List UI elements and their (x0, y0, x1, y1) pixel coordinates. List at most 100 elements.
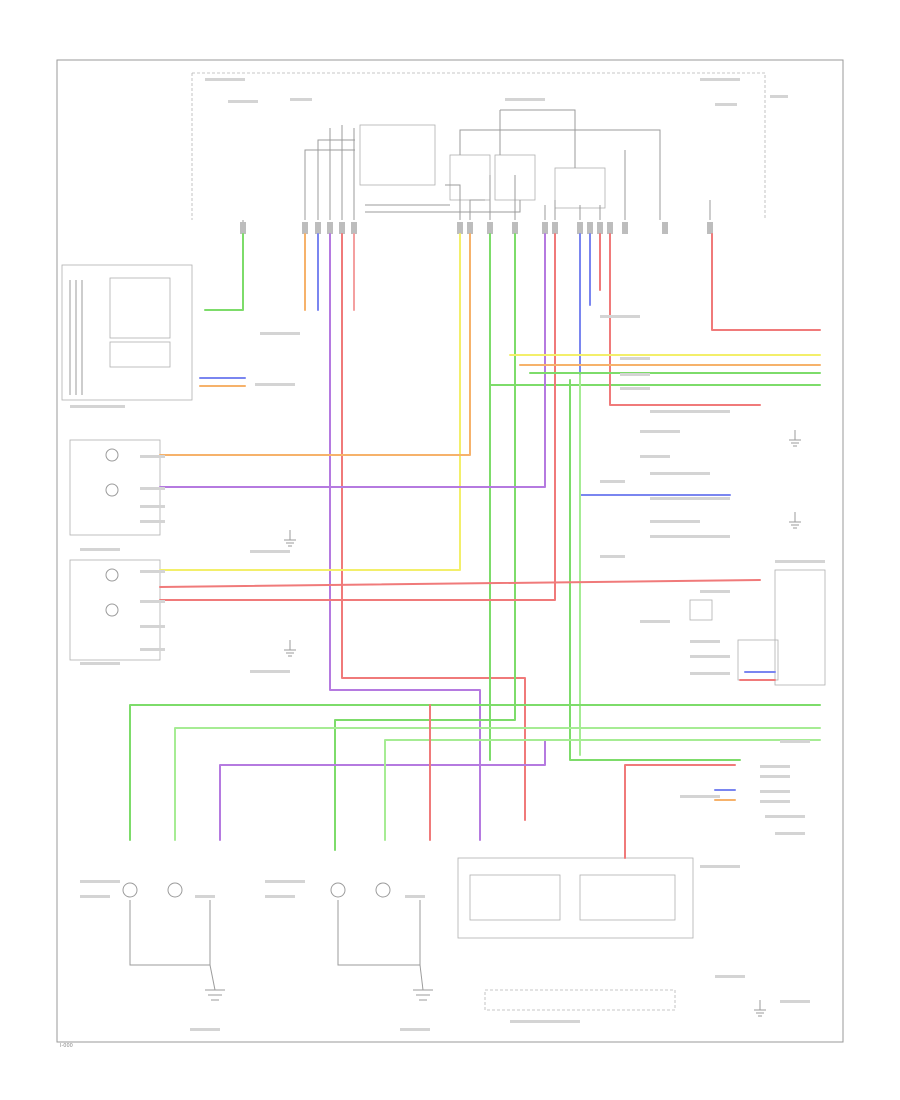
cluster-internals (69, 277, 171, 395)
bottom-module-right (579, 874, 676, 921)
label-mark (640, 455, 670, 458)
label-mark (780, 1000, 810, 1003)
label-mark (620, 387, 650, 390)
instrument-cluster-box (61, 264, 193, 401)
label-mark (760, 765, 790, 768)
red-wire (341, 233, 526, 821)
label-mark (650, 472, 710, 475)
diagram-corner-label: I-000 (60, 1043, 73, 1049)
label-mark (80, 548, 120, 551)
bottom-connector-outline (484, 989, 676, 1011)
label-mark (265, 895, 295, 898)
green-wire (334, 233, 516, 851)
label-mark (650, 535, 730, 538)
label-mark (190, 1028, 220, 1031)
label-mark (505, 98, 545, 101)
control-module-box (359, 124, 436, 186)
label-mark (228, 100, 258, 103)
label-mark (510, 1020, 580, 1023)
label-mark (600, 555, 625, 558)
red-wire (159, 233, 556, 601)
relay-sub-box (689, 599, 713, 621)
switch-sub-box (737, 639, 779, 681)
label-mark (140, 487, 165, 490)
left-rear-lamp-group (122, 882, 225, 1001)
label-mark (780, 740, 810, 743)
label-mark (760, 790, 790, 793)
label-mark (650, 520, 700, 523)
label-mark (290, 98, 312, 101)
label-mark (775, 832, 805, 835)
label-mark (700, 78, 740, 81)
label-mark (715, 975, 745, 978)
red-wire (711, 233, 821, 331)
connector-pins-top (240, 222, 713, 234)
junction-internals (242, 109, 711, 225)
label-mark (80, 895, 110, 898)
label-mark (600, 480, 625, 483)
label-mark (405, 895, 425, 898)
relay-box (449, 154, 491, 201)
red-wire (609, 233, 761, 406)
yellow-wire (159, 233, 461, 571)
label-mark (265, 880, 305, 883)
right-headlamp-box (69, 559, 161, 661)
ground-icon (284, 430, 801, 1017)
junction-block-outline (191, 72, 766, 220)
label-mark (250, 670, 290, 673)
label-mark (765, 815, 805, 818)
label-marks (70, 78, 825, 1031)
green-wire (204, 233, 244, 311)
label-mark (650, 410, 730, 413)
wire-group (129, 233, 821, 859)
purple-wire (329, 233, 481, 841)
label-mark (680, 795, 720, 798)
label-mark (690, 655, 730, 658)
label-mark (140, 648, 165, 651)
green-wire (489, 233, 821, 386)
label-mark (80, 880, 120, 883)
right-rear-lamp-group (330, 882, 433, 1001)
headlamp-bulbs (105, 448, 119, 617)
purple-wire (159, 233, 546, 488)
label-mark (715, 103, 737, 106)
label-mark (775, 560, 825, 563)
label-mark (205, 78, 245, 81)
red-wire (159, 579, 761, 588)
label-mark (250, 550, 290, 553)
label-mark (760, 775, 790, 778)
label-mark (700, 590, 730, 593)
light-green-wire (384, 739, 821, 841)
bottom-control-module-box (457, 857, 694, 939)
bottom-module-left (469, 874, 561, 921)
red-wire (624, 764, 736, 859)
label-mark (140, 455, 165, 458)
label-mark (260, 332, 300, 335)
label-mark (700, 865, 740, 868)
label-mark (255, 383, 295, 386)
purple-wire (219, 739, 546, 841)
label-mark (690, 640, 720, 643)
label-mark (640, 620, 670, 623)
relay-box-3 (554, 167, 606, 209)
green-wire (129, 704, 821, 841)
label-mark (140, 520, 165, 523)
label-mark (620, 373, 650, 376)
label-mark (640, 430, 680, 433)
label-mark (140, 625, 165, 628)
label-mark (195, 895, 215, 898)
label-mark (140, 570, 165, 573)
label-mark (70, 405, 125, 408)
diagram-frame (56, 59, 844, 1043)
label-mark (600, 315, 640, 318)
right-switch-box (774, 569, 826, 686)
label-mark (620, 357, 650, 360)
label-mark (80, 662, 120, 665)
label-mark (140, 505, 165, 508)
label-mark (760, 800, 790, 803)
label-mark (770, 95, 788, 98)
orange-wire (159, 233, 471, 456)
label-mark (140, 600, 165, 603)
label-mark (650, 497, 730, 500)
